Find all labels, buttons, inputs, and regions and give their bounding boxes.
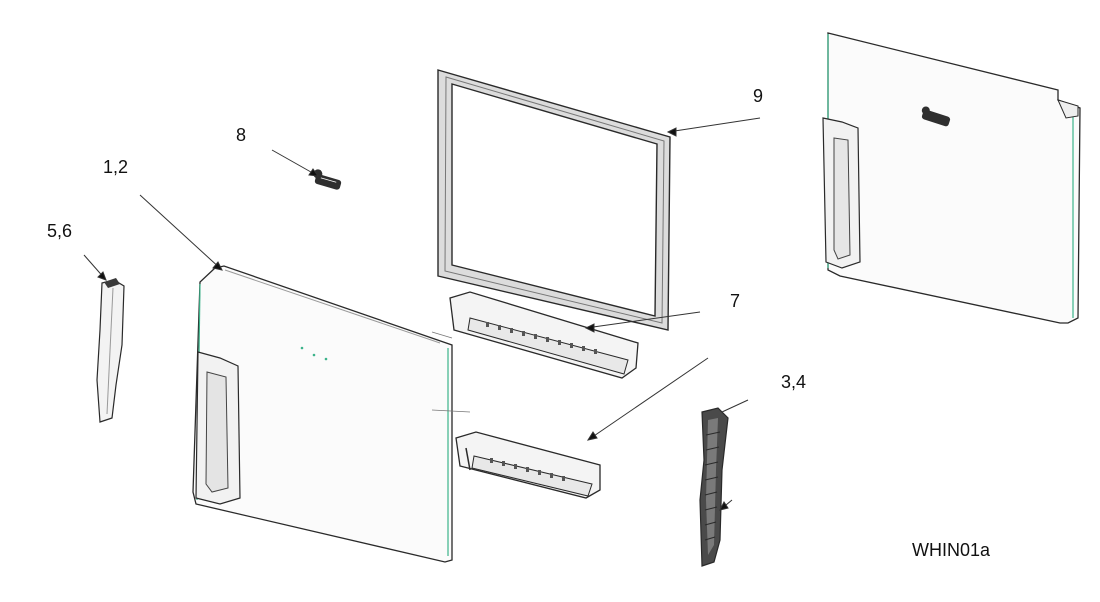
assembled-door-corner xyxy=(1057,99,1079,119)
leader-line-8 xyxy=(271,149,319,177)
leader-lines xyxy=(83,117,761,511)
assembled-door-logo xyxy=(921,106,951,127)
leader-line-3-4 xyxy=(721,399,749,413)
leader-arrow-9 xyxy=(666,127,677,137)
diagram-code: WHIN01a xyxy=(912,540,991,560)
upper-door-shelf-holes xyxy=(486,322,597,354)
logo-badge xyxy=(313,169,342,190)
lower-door-shelf-clip xyxy=(465,447,471,471)
handle-trim-ridge xyxy=(106,287,114,415)
leader-arrow-7-lower xyxy=(586,431,598,441)
assembled-door-panel xyxy=(827,32,1081,324)
callout-label-8: 8 xyxy=(236,125,247,145)
handle-trim xyxy=(96,278,125,423)
lower-door-shelf xyxy=(455,431,601,499)
leader-line-1-2 xyxy=(139,194,223,271)
door-panel-logo-hole-3 xyxy=(324,357,328,361)
door-gasket-inner xyxy=(451,83,658,317)
callout-label-7: 7 xyxy=(730,291,741,311)
door-panel-ghost-line-lower xyxy=(431,409,471,413)
upper-door-shelf xyxy=(449,291,639,379)
door-panel-top-highlight xyxy=(224,269,441,344)
door-panel-ghost-line-upper xyxy=(431,331,453,339)
leader-line-9 xyxy=(667,117,761,133)
callout-label-3-4: 3,4 xyxy=(781,372,807,392)
callout-label-9: 9 xyxy=(753,86,764,106)
assembled-door-handle-grip xyxy=(833,137,851,260)
leader-arrow-3-4 xyxy=(719,501,729,511)
leader-line-7-upper xyxy=(585,311,701,329)
upper-door-shelf-front xyxy=(467,317,629,375)
door-panel-handle-grip xyxy=(205,371,229,493)
leader-arrow-7-upper xyxy=(584,323,595,333)
leader-arrow-1-2 xyxy=(212,261,223,271)
lower-door-shelf-holes xyxy=(490,458,565,481)
callout-label-1-2: 1,2 xyxy=(103,157,129,177)
leader-line-7-lower xyxy=(587,357,709,441)
leader-arrow-8 xyxy=(308,168,320,177)
door-panel xyxy=(192,265,471,563)
door-gasket-lip xyxy=(444,76,665,324)
handle-end-cap-ribs xyxy=(704,431,721,541)
callout-label-5-6: 5,6 xyxy=(47,221,73,241)
door-panel-logo-hole-2 xyxy=(312,353,316,357)
leader-arrow-5-6 xyxy=(97,271,107,281)
door-gasket xyxy=(437,69,671,331)
handle-trim-cap xyxy=(104,278,120,288)
assembled-door xyxy=(822,32,1081,324)
door-panel-logo-hole-1 xyxy=(300,346,304,350)
handle-end-cap-inner xyxy=(706,418,718,555)
handle-end-cap xyxy=(699,407,729,567)
